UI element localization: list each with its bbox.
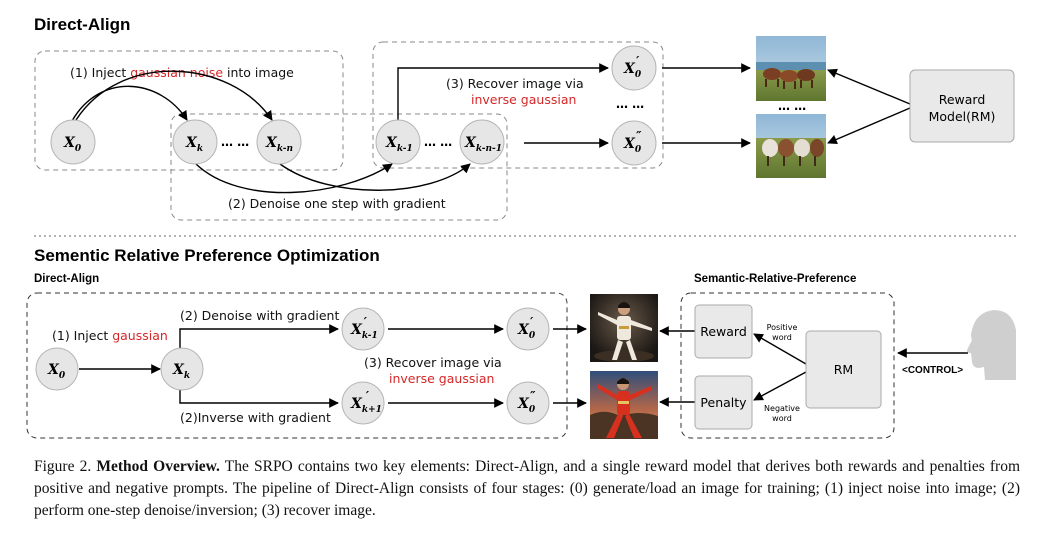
- bottom-arrow-xk-down: [179, 386, 339, 408]
- caption-text: The SRPO contains two key elements: Dire…: [34, 458, 1021, 519]
- bottom-right-label: Semantic-Relative-Preference: [694, 273, 856, 285]
- svg-text:X0: X0: [47, 362, 66, 381]
- svg-text:Xk-n: Xk-n: [265, 135, 293, 154]
- bottom-node-xkm1: Xk-1′: [341, 307, 385, 351]
- reward-box: [694, 304, 753, 359]
- top-recover-group: [372, 41, 664, 169]
- svg-text:Xk-n-1: Xk-n-1: [464, 135, 502, 154]
- negative-word-line2: word: [772, 414, 792, 423]
- caption-label: Figure 2.: [34, 458, 92, 475]
- rm-box: [805, 330, 882, 409]
- top-arrow-rm-img1: [827, 68, 911, 105]
- bottom-node-xkp1: Xk+1′: [341, 381, 385, 425]
- top-node-xk1: Xk-1: [375, 119, 421, 165]
- positive-word-line2: word: [772, 333, 792, 342]
- bottom-node-x0-dprime: X0″: [506, 381, 550, 425]
- svg-text:Xk+1′: Xk+1′: [350, 389, 382, 415]
- top-denoise-group: [170, 113, 508, 221]
- top-arc-xkn-xkn1: [279, 163, 471, 191]
- reward-label: Reward: [700, 324, 747, 339]
- bottom-step2a-label: (2) Denoise with gradient: [180, 308, 339, 323]
- bottom-arrow-xk-up: [179, 324, 339, 352]
- bottom-step1-red: gaussian: [112, 328, 168, 343]
- top-arc-xk-xk1: [195, 163, 393, 194]
- top-inject-group: [34, 50, 344, 171]
- negative-word-line1: Negative: [764, 404, 800, 413]
- svg-text:Xk: Xk: [185, 135, 203, 154]
- bottom-node-x0: X0: [35, 347, 79, 391]
- svg-text:X0″: X0″: [623, 129, 642, 155]
- svg-text:Xk: Xk: [172, 362, 190, 381]
- bottom-node-xk: Xk: [160, 347, 204, 391]
- penalty-label: Penalty: [700, 395, 747, 410]
- top-node-xkn1: Xk-n-1: [459, 119, 505, 165]
- figure-caption: Figure 2. Method Overview. The SRPO cont…: [34, 456, 1020, 522]
- top-node-x0-dprime: X0″: [611, 120, 657, 166]
- positive-word-line1: Positive: [767, 323, 798, 332]
- top-node-x0: X0: [50, 119, 96, 165]
- svg-text:X0′: X0′: [623, 54, 642, 80]
- svg-text:Xk-1: Xk-1: [385, 135, 413, 154]
- top-dots-2: … …: [424, 135, 452, 149]
- top-vdots: … …: [616, 97, 644, 111]
- bottom-step2b-label: (2)Inverse with gradient: [180, 410, 331, 425]
- rm-label: RM: [834, 362, 853, 377]
- top-node-x0-prime: X0′: [611, 45, 657, 91]
- bottom-left-label: Direct-Align: [34, 273, 99, 285]
- top-title: Direct-Align: [34, 15, 130, 34]
- control-label: <CONTROL>: [902, 365, 963, 376]
- bottom-arrow-rm-reward: [753, 333, 807, 365]
- top-step3-red: inverse gaussian: [471, 92, 576, 107]
- svg-text:Xk-1′: Xk-1′: [350, 315, 378, 341]
- cow-image-2: [756, 114, 826, 178]
- top-reward-model-box: [909, 69, 1015, 143]
- bottom-direct-align-group: [26, 292, 568, 439]
- top-node-xk: Xk: [172, 119, 218, 165]
- performer-image-2: [590, 371, 658, 439]
- bottom-step1-label: (1) Inject gaussian: [52, 328, 168, 343]
- top-arc-x0-xk: [71, 85, 188, 122]
- cow-image-1: [756, 36, 826, 101]
- penalty-box: [694, 375, 753, 430]
- top-step1-label: (1) Inject gaussian noise into image: [70, 65, 294, 80]
- bottom-arrow-rm-penalty: [753, 371, 807, 401]
- bottom-srp-group: [680, 292, 895, 439]
- top-node-xkn: Xk-n: [256, 119, 302, 165]
- top-step1-red: gaussian noise: [130, 65, 223, 80]
- bottom-node-x0-prime: X0′: [506, 307, 550, 351]
- top-arc-x0-xkn: [75, 70, 273, 121]
- top-reward-model-line1: Reward: [939, 92, 986, 107]
- bottom-step3-label: (3) Recover image via: [364, 355, 502, 370]
- top-step3-label: (3) Recover image via: [446, 76, 584, 91]
- svg-text:X0″: X0″: [517, 389, 536, 415]
- bottom-step3-red: inverse gaussian: [389, 371, 494, 386]
- top-arrow-rm-img2: [827, 107, 911, 145]
- caption-bold: Method Overview.: [96, 458, 220, 475]
- top-arrow-up: [397, 63, 609, 122]
- svg-text:X0′: X0′: [517, 315, 536, 341]
- top-reward-model-line2: Model(RM): [929, 109, 996, 124]
- top-step2-label: (2) Denoise one step with gradient: [228, 196, 446, 211]
- performer-image-1: [590, 294, 658, 362]
- img-dots: … …: [778, 99, 806, 113]
- top-dots-1: … …: [221, 135, 249, 149]
- head-silhouette-icon: [966, 310, 1016, 380]
- bottom-title: Sementic Relative Preference Optimizatio…: [34, 246, 380, 265]
- svg-text:X0: X0: [63, 135, 82, 154]
